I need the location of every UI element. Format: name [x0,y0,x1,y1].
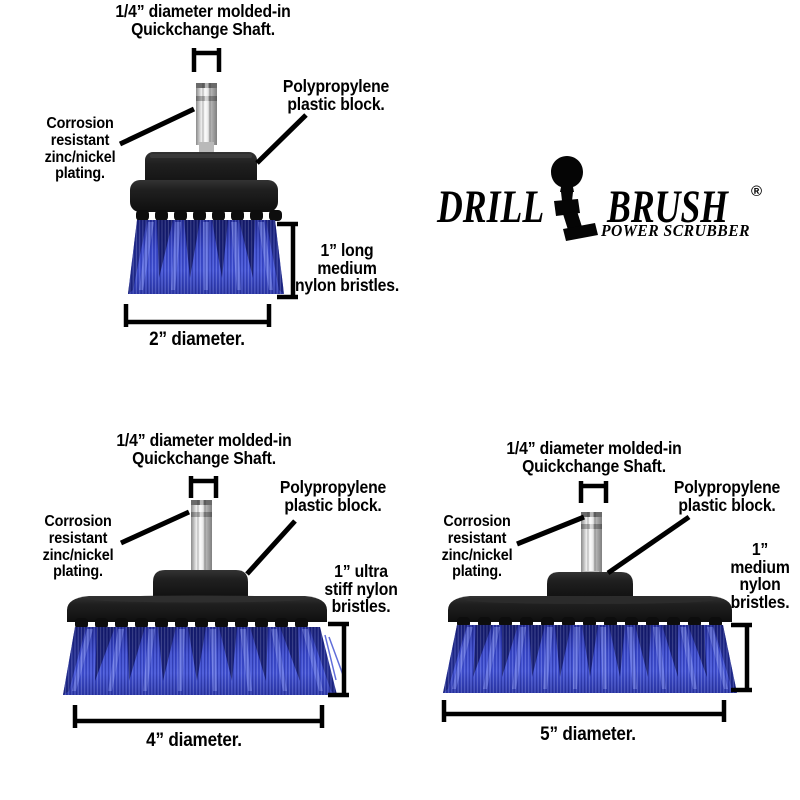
drillbrush-logo: DRILL BRUSH ® POWER SCRUBBER [435,155,770,245]
brush3-bristle-label: 1” medium nylon bristles. [730,539,790,612]
brush2-diameter-bracket [72,705,325,728]
brush1-block-label: Polypropylene plastic block. [282,76,390,114]
brush2-bristle-label: 1” ultra stiff nylon bristles. [324,561,398,616]
brush2-block-label: Polypropylene plastic block. [279,477,387,515]
brush3-plating-label: Corrosion resistant zinc/nickel plating. [441,513,513,581]
brush1-shaft-bracket [191,48,222,72]
drill-icon [551,156,598,241]
logo-subtitle: POWER SCRUBBER [601,221,751,240]
brush2-illustration [63,500,344,695]
plastic-block [448,572,732,622]
bristles [443,625,737,693]
tuft-nubs [75,618,308,629]
brush1-shaft-label: 1/4” diameter molded-in Quickchange Shaf… [115,1,291,39]
brush3-block-label: Polypropylene plastic block. [673,477,781,515]
plastic-block [67,570,327,622]
bristles [128,220,284,294]
tuft-nubs [136,210,282,221]
brush1-illustration [128,83,284,294]
brush3-shaft-label: 1/4” diameter molded-in Quickchange Shaf… [506,438,682,476]
brush2-plating-label: Corrosion resistant zinc/nickel plating. [42,513,114,581]
hex-shaft [196,83,217,156]
registered-trademark: ® [751,183,763,200]
brush2-shaft-label: 1/4” diameter molded-in Quickchange Shaf… [116,430,292,468]
logo-word-drill: DRILL [437,181,545,233]
logo-word-brush: BRUSH [607,181,729,233]
bristles [63,627,344,695]
brush3-diameter-label: 5” diameter. [540,724,636,745]
plastic-block [130,152,278,212]
brush3-diameter-bracket [441,700,727,722]
brush2-diameter-label: 4” diameter. [146,730,242,751]
brush1-diameter-label: 2” diameter. [149,329,245,350]
brush3-illustration [443,512,737,693]
brush1-bristle-label: 1” long medium nylon bristles. [294,240,400,295]
brush1-plating-label: Corrosion resistant zinc/nickel plating. [44,115,116,183]
brush3-shaft-bracket [578,481,609,503]
hex-shaft [191,500,212,573]
